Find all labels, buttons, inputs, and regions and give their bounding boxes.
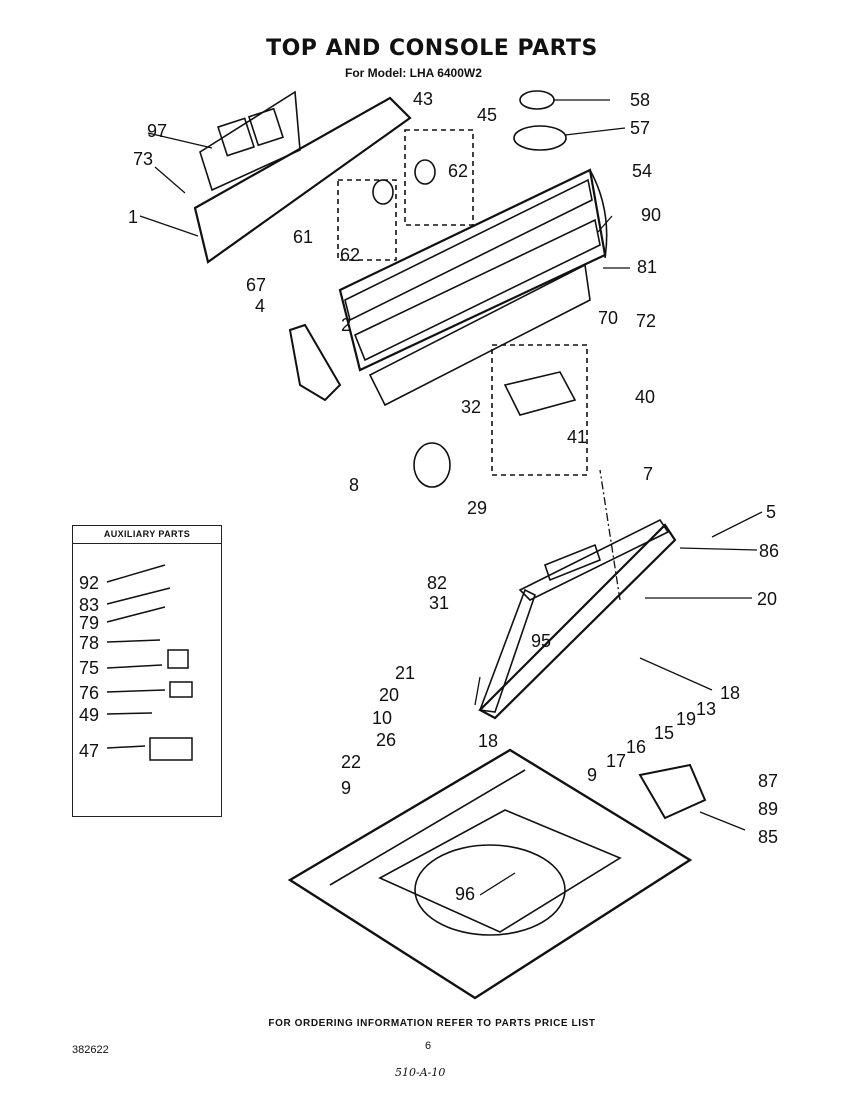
- callout-89: 89: [758, 799, 779, 819]
- auxiliary-parts-box: AUXILIARY PARTS: [72, 525, 222, 817]
- callout-40: 40: [635, 387, 656, 407]
- knob-43: [414, 159, 436, 185]
- handwritten-note: 510-A-10: [395, 1066, 446, 1079]
- callout-5: 5: [766, 502, 777, 522]
- aux-item-78: 78: [79, 633, 100, 653]
- callout-62-upper: 62: [448, 161, 469, 181]
- callout-10: 10: [372, 708, 393, 728]
- callout-4: 4: [255, 296, 266, 316]
- knob-61-box: [337, 179, 397, 261]
- callout-32: 32: [461, 397, 482, 417]
- ordering-note: FOR ORDERING INFORMATION REFER TO PARTS …: [268, 1018, 596, 1029]
- console-back-panel: [193, 90, 412, 264]
- callout-58: 58: [630, 90, 651, 110]
- aux-item-92: 92: [79, 573, 100, 593]
- lid-assembly: [478, 518, 677, 720]
- callout-86: 86: [759, 541, 780, 561]
- callout-9-left: 9: [341, 778, 352, 798]
- callout-17: 17: [606, 751, 627, 771]
- callout-20-left: 20: [379, 685, 400, 705]
- callout-90: 90: [641, 205, 662, 225]
- callout-70: 70: [598, 308, 619, 328]
- callout-57: 57: [630, 118, 651, 138]
- document-number: 382622: [72, 1044, 109, 1056]
- bracket-40: [503, 371, 577, 416]
- callout-8: 8: [349, 475, 360, 495]
- model-subtitle: For Model: LHA 6400W2: [345, 66, 482, 80]
- callout-54: 54: [632, 161, 653, 181]
- callout-9-right: 9: [587, 765, 598, 785]
- timer-29: [413, 442, 451, 488]
- callout-18-right: 18: [720, 683, 741, 703]
- callout-85: 85: [758, 827, 779, 847]
- callout-72: 72: [636, 311, 657, 331]
- callout-16: 16: [626, 737, 647, 757]
- aux-item-47: 47: [79, 741, 100, 761]
- aux-item-76: 76: [79, 683, 100, 703]
- console-body: [338, 168, 608, 407]
- page-title: TOP AND CONSOLE PARTS: [266, 36, 598, 61]
- callout-45: 45: [477, 105, 498, 125]
- callout-18-lower: 18: [478, 731, 499, 751]
- callout-67: 67: [246, 275, 267, 295]
- switch-box-40: [491, 344, 588, 476]
- aux-item-79: 79: [79, 613, 100, 633]
- callout-26: 26: [376, 730, 397, 750]
- callout-1: 1: [128, 207, 139, 227]
- aux-item-49: 49: [79, 705, 100, 725]
- callout-96: 96: [455, 884, 476, 904]
- aux-item-75: 75: [79, 658, 100, 678]
- callout-19: 19: [676, 709, 697, 729]
- callout-82: 82: [427, 573, 448, 593]
- callout-7: 7: [643, 464, 654, 484]
- callout-29: 29: [467, 498, 488, 518]
- callout-43: 43: [413, 89, 434, 109]
- callout-21: 21: [395, 663, 416, 683]
- callout-95: 95: [531, 631, 552, 651]
- knob-61: [372, 179, 394, 205]
- callout-41: 41: [567, 427, 588, 447]
- callout-13: 13: [696, 699, 717, 719]
- aux-item-83: 83: [79, 595, 100, 615]
- auxiliary-parts-heading: AUXILIARY PARTS: [73, 526, 221, 544]
- callout-97: 97: [147, 121, 168, 141]
- callout-2: 2: [341, 315, 352, 335]
- callout-81: 81: [637, 257, 658, 277]
- callout-73: 73: [133, 149, 154, 169]
- callout-22: 22: [341, 752, 362, 772]
- callout-15: 15: [654, 723, 675, 743]
- leader-lines: [139, 99, 763, 896]
- page-number: 6: [425, 1040, 432, 1052]
- end-cap: [288, 323, 342, 402]
- callout-87: 87: [758, 771, 779, 791]
- callout-62-lower: 62: [340, 245, 361, 265]
- callout-61: 61: [293, 227, 314, 247]
- skirt-57: [513, 125, 567, 151]
- top-assembly: [287, 748, 693, 1000]
- callout-20-right: 20: [757, 589, 778, 609]
- housing-85: [638, 763, 707, 820]
- callout-31: 31: [429, 593, 450, 613]
